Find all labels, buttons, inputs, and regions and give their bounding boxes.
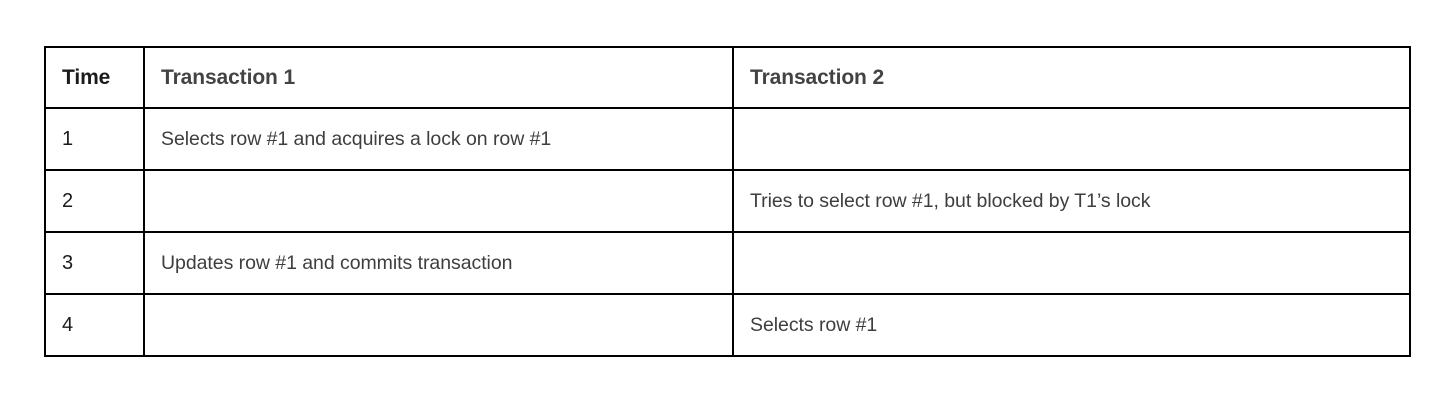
cell-time: 3 — [44, 231, 145, 295]
cell-transaction-1 — [143, 169, 734, 233]
cell-transaction-1: Updates row #1 and commits transaction — [143, 231, 734, 295]
column-header-transaction-1: Transaction 1 — [143, 46, 734, 109]
transaction-lock-table-container: Time Transaction 1 Transaction 2 1 Selec… — [44, 46, 1411, 357]
table-body: 1 Selects row #1 and acquires a lock on … — [44, 107, 1411, 357]
table-header-row: Time Transaction 1 Transaction 2 — [44, 46, 1411, 109]
cell-transaction-2: Selects row #1 — [732, 293, 1411, 357]
column-header-time: Time — [44, 46, 145, 109]
cell-transaction-2: Tries to select row #1, but blocked by T… — [732, 169, 1411, 233]
table-row: 1 Selects row #1 and acquires a lock on … — [44, 107, 1411, 171]
column-header-transaction-2: Transaction 2 — [732, 46, 1411, 109]
cell-transaction-2 — [732, 231, 1411, 295]
cell-transaction-2 — [732, 107, 1411, 171]
table-row: 4 Selects row #1 — [44, 293, 1411, 357]
cell-time: 2 — [44, 169, 145, 233]
table-row: 3 Updates row #1 and commits transaction — [44, 231, 1411, 295]
cell-transaction-1: Selects row #1 and acquires a lock on ro… — [143, 107, 734, 171]
cell-time: 4 — [44, 293, 145, 357]
cell-time: 1 — [44, 107, 145, 171]
transaction-lock-table: Time Transaction 1 Transaction 2 1 Selec… — [44, 46, 1411, 357]
table-header: Time Transaction 1 Transaction 2 — [44, 46, 1411, 109]
table-row: 2 Tries to select row #1, but blocked by… — [44, 169, 1411, 233]
cell-transaction-1 — [143, 293, 734, 357]
